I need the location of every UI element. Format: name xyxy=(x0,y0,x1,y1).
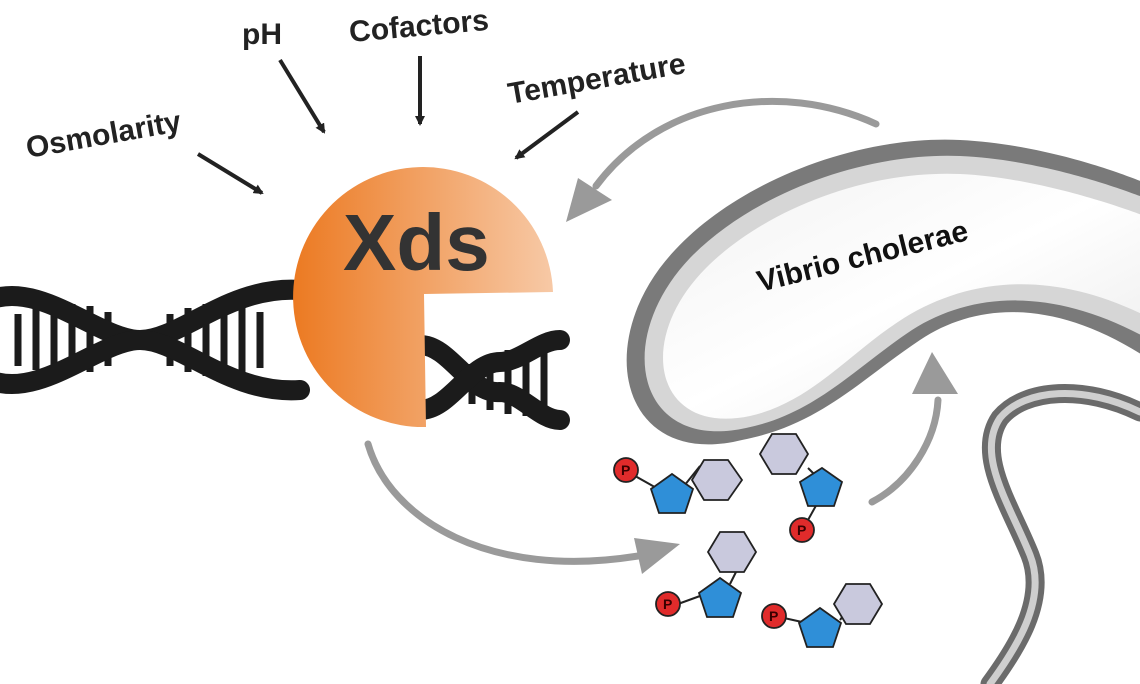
base-hexagon xyxy=(758,433,810,475)
factor-ph: pH xyxy=(242,18,282,51)
phosphate-group xyxy=(789,517,815,543)
arrow-ph xyxy=(278,58,326,134)
base-hexagon xyxy=(706,531,758,573)
base-hexagon xyxy=(690,459,744,501)
base-hexagon xyxy=(832,583,884,625)
phosphate-label: P xyxy=(797,522,806,538)
enzyme-body xyxy=(293,167,553,428)
phosphate-group xyxy=(655,591,681,617)
phosphate-label: P xyxy=(769,608,778,624)
phosphate-group xyxy=(613,457,639,483)
nucleotide: P xyxy=(655,531,758,618)
sugar-pentagon xyxy=(697,576,743,618)
arrow-osmolarity xyxy=(196,152,264,195)
dna-helix xyxy=(0,279,570,430)
degradation-arrow xyxy=(364,440,642,565)
nucleotide: P xyxy=(613,457,744,514)
nucleotide: P xyxy=(758,433,844,543)
phosphate-label: P xyxy=(663,596,672,612)
arrow-temperature xyxy=(514,110,580,160)
vibrio-cell: Vibrio cholerae xyxy=(626,139,1140,684)
nucleotide: P xyxy=(761,583,884,648)
secretion-arrow xyxy=(592,98,880,190)
uptake-arrow xyxy=(868,396,942,506)
environmental-factors: Osmolarity pH Cofactors Temperature xyxy=(23,4,688,195)
sugar-pentagon xyxy=(797,606,843,648)
process-arrows xyxy=(364,98,958,574)
factor-cofactors: Cofactors xyxy=(348,4,490,49)
factor-osmolarity: Osmolarity xyxy=(23,105,183,165)
enzyme-label: Xds xyxy=(343,198,490,287)
dna-strand-2 xyxy=(0,329,310,401)
phosphate-group xyxy=(761,603,787,629)
nucleotides: P P P P xyxy=(613,433,884,648)
flagellum xyxy=(980,384,1140,684)
phosphate-label: P xyxy=(621,462,630,478)
xds-enzyme: Xds xyxy=(293,167,553,428)
factor-temperature: Temperature xyxy=(505,47,688,111)
sugar-pentagon xyxy=(798,466,844,507)
sugar-pentagon xyxy=(649,472,695,514)
